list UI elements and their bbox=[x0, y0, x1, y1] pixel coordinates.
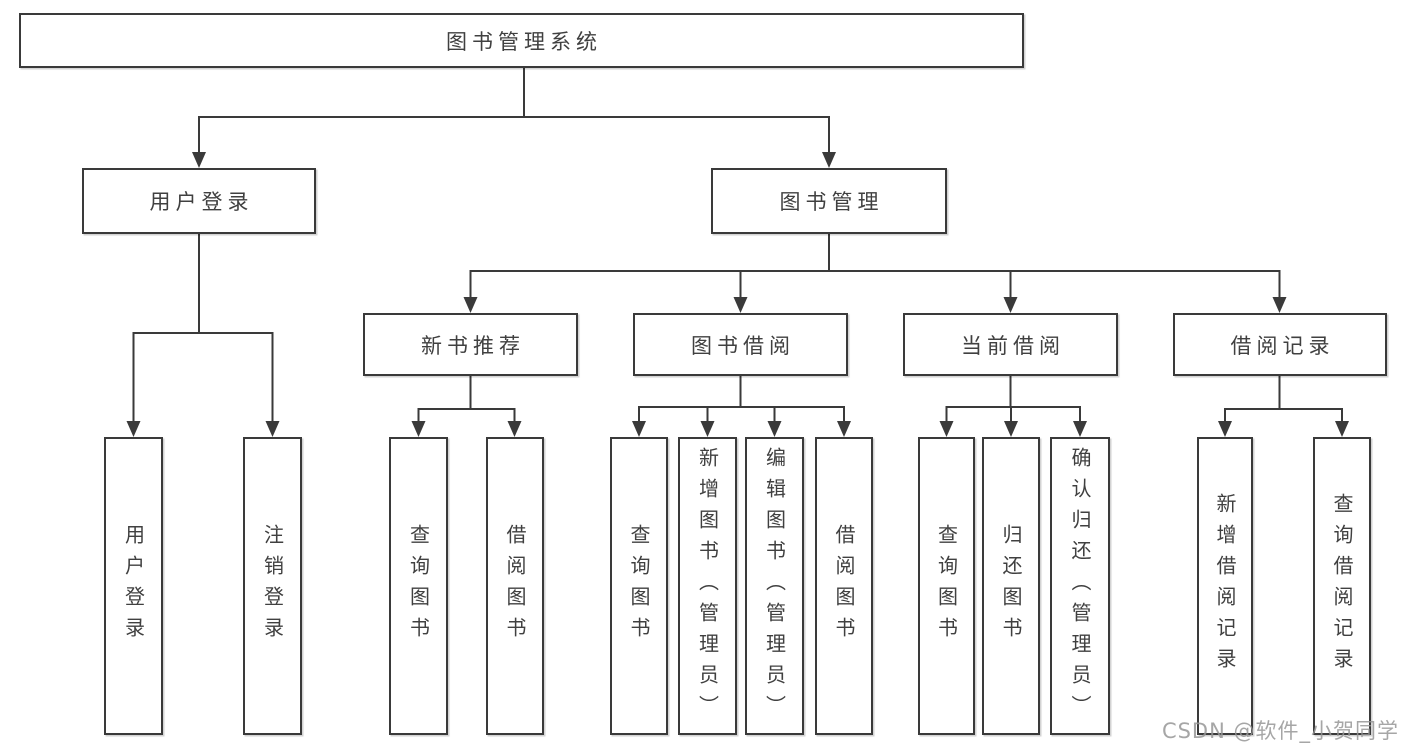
node-user-login: 用户登录 bbox=[82, 168, 316, 234]
leaf-query-books-current: 查询图书 bbox=[918, 437, 975, 735]
leaf-borrow-books-recommend: 借阅图书 bbox=[486, 437, 544, 735]
leaf-query-books-recommend-label: 查询图书 bbox=[406, 524, 431, 648]
leaf-query-borrow-record: 查询借阅记录 bbox=[1313, 437, 1371, 735]
leaf-user-login: 用户登录 bbox=[104, 437, 163, 735]
leaf-add-borrow-record: 新增借阅记录 bbox=[1197, 437, 1253, 735]
leaf-query-books-recommend: 查询图书 bbox=[389, 437, 448, 735]
leaf-confirm-return-admin: 确认归还（管理员） bbox=[1050, 437, 1110, 735]
leaf-return-book: 归还图书 bbox=[982, 437, 1040, 735]
node-new-book-recommend: 新书推荐 bbox=[363, 313, 578, 376]
leaf-add-book-admin-label: 新增图书（管理员） bbox=[695, 446, 720, 726]
leaf-logout: 注销登录 bbox=[243, 437, 302, 735]
leaf-user-login-label: 用户登录 bbox=[121, 524, 146, 648]
node-user-login-label: 用户登录 bbox=[149, 190, 254, 214]
leaf-query-borrow-record-label: 查询借阅记录 bbox=[1330, 493, 1354, 679]
leaf-query-books-borrow: 查询图书 bbox=[610, 437, 668, 735]
leaf-edit-book-admin-label: 编辑图书（管理员） bbox=[762, 446, 787, 726]
node-book-management: 图书管理 bbox=[711, 168, 947, 234]
node-borrow-records-label: 借阅记录 bbox=[1230, 333, 1335, 358]
node-current-borrow: 当前借阅 bbox=[903, 313, 1118, 376]
leaf-borrow-books: 借阅图书 bbox=[815, 437, 873, 735]
leaf-query-books-current-label: 查询图书 bbox=[934, 524, 959, 648]
node-root-system: 图书管理系统 bbox=[19, 13, 1024, 68]
leaf-add-borrow-record-label: 新增借阅记录 bbox=[1213, 493, 1237, 679]
node-borrow-records: 借阅记录 bbox=[1173, 313, 1387, 376]
node-book-borrow: 图书借阅 bbox=[633, 313, 848, 376]
leaf-borrow-books-recommend-label: 借阅图书 bbox=[503, 524, 527, 648]
node-book-borrow-label: 图书借阅 bbox=[691, 333, 795, 358]
leaf-return-book-label: 归还图书 bbox=[999, 524, 1023, 648]
leaf-query-books-borrow-label: 查询图书 bbox=[627, 524, 651, 648]
node-current-borrow-label: 当前借阅 bbox=[961, 333, 1065, 358]
leaf-confirm-return-admin-label: 确认归还（管理员） bbox=[1068, 446, 1092, 726]
leaf-add-book-admin: 新增图书（管理员） bbox=[678, 437, 737, 735]
leaf-logout-label: 注销登录 bbox=[260, 524, 285, 648]
leaf-borrow-books-label: 借阅图书 bbox=[832, 524, 856, 648]
csdn-watermark: CSDN @软件_小贺同学 bbox=[1161, 719, 1399, 743]
node-new-book-recommend-label: 新书推荐 bbox=[421, 333, 525, 358]
node-book-management-label: 图书管理 bbox=[779, 190, 884, 214]
node-root-system-label: 图书管理系统 bbox=[446, 29, 602, 54]
leaf-edit-book-admin: 编辑图书（管理员） bbox=[745, 437, 804, 735]
